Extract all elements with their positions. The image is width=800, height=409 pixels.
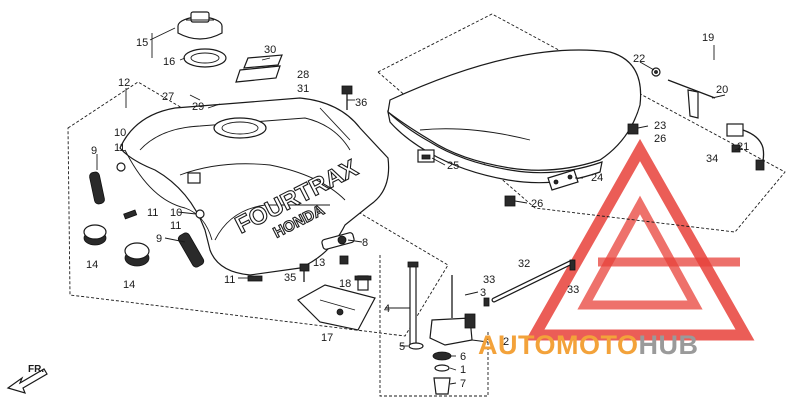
callout-20: 20 — [716, 84, 728, 96]
callout-16: 16 — [163, 56, 175, 68]
callout-18: 18 — [339, 278, 351, 290]
callout-21: 21 — [737, 141, 749, 153]
callout-36: 36 — [355, 97, 367, 109]
seat-lock-lever-20 — [667, 79, 716, 119]
callout-31: 31 — [297, 83, 309, 95]
fuel-cap — [177, 11, 223, 40]
seat-group-outline — [377, 13, 786, 233]
nut-23 — [627, 123, 639, 135]
callout-33a: 33 — [483, 274, 495, 286]
rubber-pad-9a — [89, 171, 105, 205]
callout-11c: 11 — [170, 220, 181, 232]
cap-gasket — [183, 48, 227, 68]
callout-26a: 26 — [654, 133, 666, 145]
callout-labels: 15 16 30 28 31 12 27 29 36 10 11 9 11 10… — [86, 32, 749, 390]
tube-clip-33b — [569, 259, 576, 271]
callout-29: 29 — [192, 101, 204, 113]
front-direction-arrow — [6, 368, 48, 394]
rubber-pad-9b — [177, 232, 205, 268]
seat-bracket-24 — [547, 169, 579, 191]
labels-30-28 — [235, 54, 283, 83]
bracket-17 — [297, 284, 376, 331]
callout-34: 34 — [706, 153, 718, 165]
callout-12: 12 — [118, 77, 130, 89]
grommet-10a — [116, 162, 126, 172]
callout-14a: 14 — [86, 259, 98, 271]
bolt-36 — [341, 85, 353, 110]
callout-3: 3 — [480, 287, 486, 299]
watermark-text-hub: HUB — [638, 330, 699, 360]
callout-23: 23 — [654, 120, 666, 132]
clip-11b — [247, 275, 263, 282]
callout-27: 27 — [162, 91, 174, 103]
bolt-13 — [339, 255, 349, 265]
callout-9a: 9 — [91, 145, 97, 157]
leader-lines — [96, 27, 741, 385]
callout-10b: 10 — [170, 207, 182, 219]
callout-9b: 9 — [156, 233, 162, 245]
front-direction-label: FR. — [28, 364, 45, 375]
callout-26b: 26 — [531, 198, 543, 210]
callout-24: 24 — [591, 172, 603, 184]
clip-11a — [123, 209, 138, 220]
tank-group-outline — [67, 81, 449, 337]
callout-14b: 14 — [123, 279, 135, 291]
seat — [387, 49, 642, 184]
callout-22: 22 — [633, 53, 645, 65]
cushion-14b — [124, 242, 150, 267]
seat-hook-25 — [417, 149, 435, 163]
callout-4: 4 — [384, 303, 390, 315]
callout-13: 13 — [313, 257, 325, 269]
fuel-valve — [429, 275, 476, 395]
callout-1: 1 — [460, 364, 466, 376]
fuel-tube — [491, 259, 575, 303]
callout-11d: 11 — [224, 274, 235, 286]
bolt-35 — [299, 263, 310, 282]
callout-33b: 33 — [567, 284, 579, 296]
watermark-logo — [525, 138, 755, 341]
callout-35: 35 — [284, 272, 296, 284]
callout-32: 32 — [518, 258, 530, 270]
petcock-group-outline — [379, 255, 489, 397]
callout-7: 7 — [460, 378, 466, 390]
callout-11a: 11 — [114, 142, 125, 154]
grommet-10b — [195, 209, 205, 219]
nut-26a — [504, 195, 516, 207]
callout-25: 25 — [447, 160, 459, 172]
callout-11b: 11 — [147, 207, 158, 219]
callout-6: 6 — [460, 351, 466, 363]
seat-cable-21 — [726, 123, 765, 171]
tube-clip-33a — [483, 297, 490, 307]
fuel-tank — [119, 97, 390, 276]
callout-8: 8 — [362, 237, 368, 249]
watermark-text: AUTOMOTOHUB — [478, 330, 699, 361]
callout-28: 28 — [297, 69, 309, 81]
callout-5: 5 — [399, 341, 405, 353]
o-ring-5 — [408, 342, 424, 350]
bolt-34 — [731, 144, 741, 153]
callout-15: 15 — [136, 37, 148, 49]
watermark-text-automoto: AUTOMOTO — [478, 330, 639, 360]
cushion-14a — [83, 224, 107, 246]
callout-10a: 10 — [114, 127, 126, 139]
bracket-18 — [354, 275, 372, 291]
callout-17: 17 — [321, 332, 333, 344]
callout-30: 30 — [264, 44, 276, 56]
fuel-strainer-rod — [407, 261, 419, 346]
callout-19: 19 — [702, 32, 714, 44]
clamp-8 — [321, 232, 355, 250]
callout-2: 2 — [503, 336, 509, 348]
